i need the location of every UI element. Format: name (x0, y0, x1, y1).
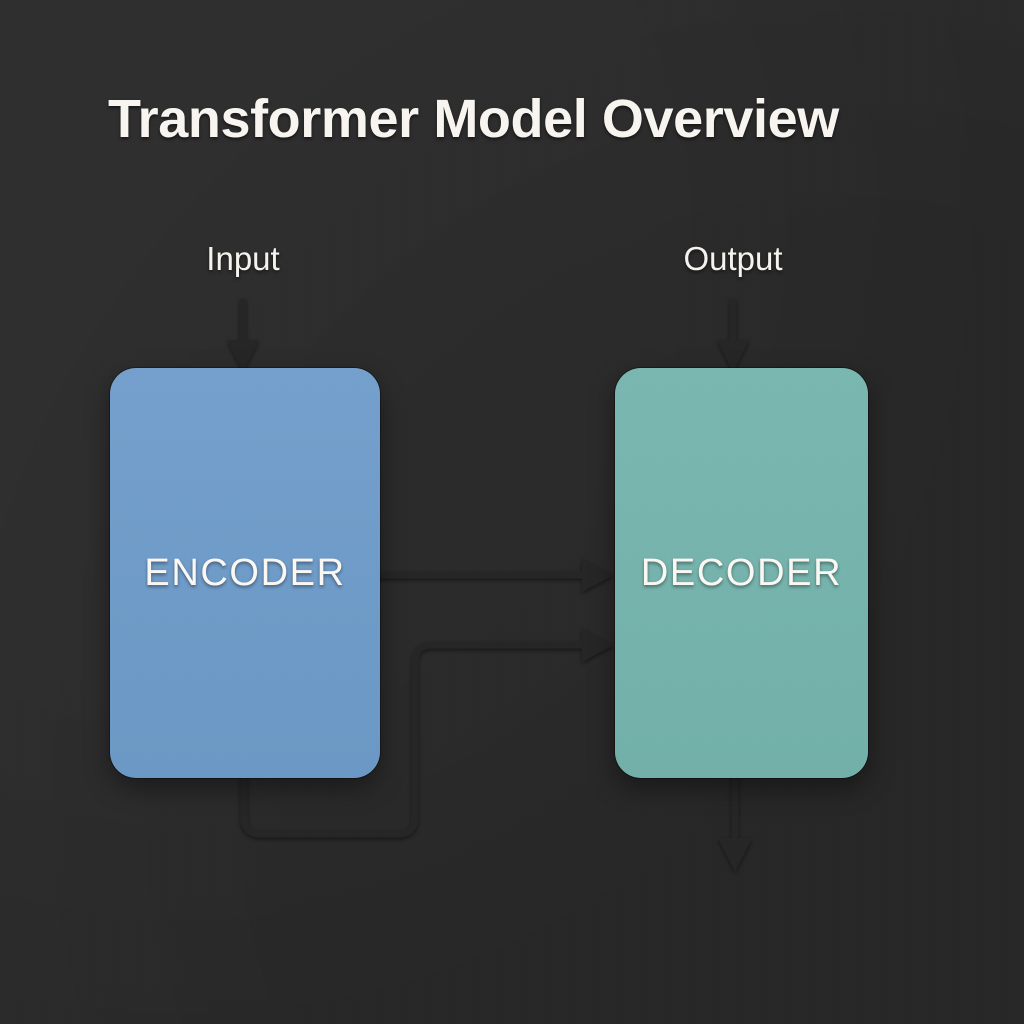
decoder-block-label: DECODER (640, 551, 843, 594)
connector-decoder-to-output (718, 772, 752, 872)
connector-output-to-decoder (717, 299, 749, 372)
output-label: Output (683, 240, 783, 277)
connector-input-to-encoder (227, 299, 259, 372)
decoder-block[interactable]: DECODER (615, 368, 868, 778)
connector-encoder-to-decoder (374, 558, 614, 592)
input-label: Input (206, 240, 280, 277)
connector-encoder-feedback-to-decoder (240, 628, 614, 838)
encoder-block[interactable]: ENCODER (110, 368, 380, 778)
encoder-block-label: ENCODER (144, 551, 346, 594)
page-title: Transformer Model Overview (108, 89, 839, 149)
